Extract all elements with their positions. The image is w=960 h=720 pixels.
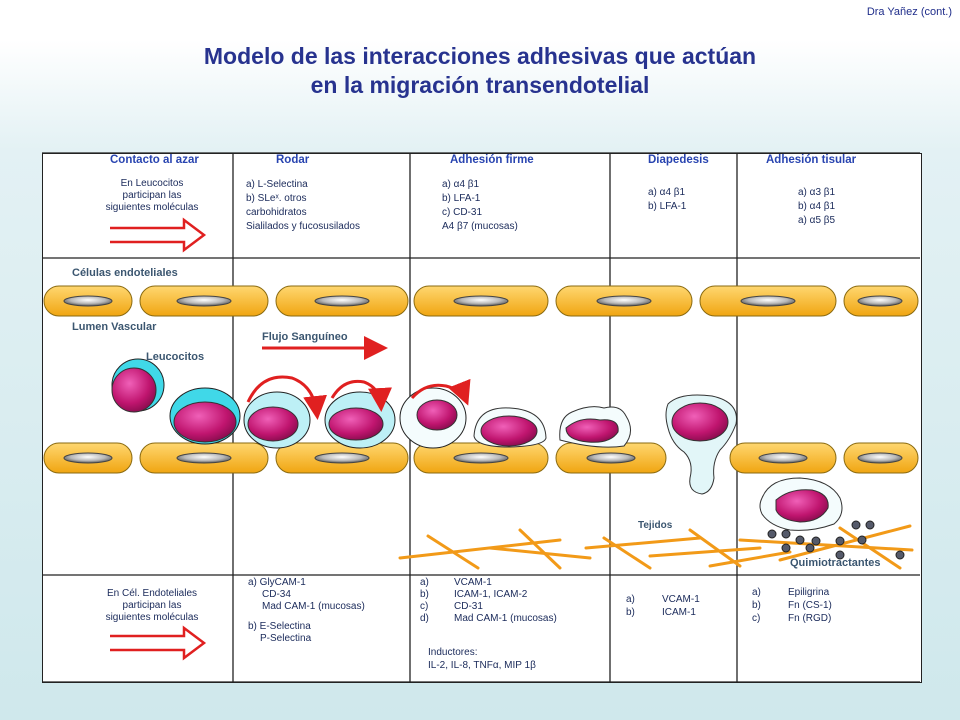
author-credit: Dra Yañez (cont.) — [866, 6, 952, 18]
slide-title: Modelo de las interacciones adhesivas qu… — [0, 42, 960, 100]
leukocyte-tisular-molecules: a) α3 β1 b) α4 β1 a) α5 β5 — [798, 187, 836, 226]
stage-adhesion-firme: Adhesión firme — [450, 154, 534, 166]
label-endothelial-cells: Células endoteliales — [72, 267, 178, 279]
leukocyte-diapedesis-molecules: a) α4 β1 b) LFA-1 — [648, 187, 687, 212]
endothelial-intro: En Cél. Endoteliales participan las sigu… — [105, 588, 199, 623]
stage-adhesion-tisular: Adhesión tisular — [766, 154, 857, 166]
endothelial-rodar-molecules: a) GlyCAM-1 CD-34 Mad CAM-1 (mucosas) b)… — [248, 577, 365, 644]
label-blood-flow: Flujo Sanguíneo — [262, 331, 348, 343]
stage-contacto: Contacto al azar — [110, 154, 199, 166]
label-leukocytes: Leucocitos — [146, 351, 205, 363]
stage-diapedesis: Diapedesis — [648, 154, 709, 166]
leukocyte-7 — [559, 406, 631, 448]
leukocyte-4 — [324, 391, 396, 449]
leukocyte-2 — [169, 387, 241, 445]
endothelial-tisular-molecules: a)Epiligrina b)Fn (CS-1) c)Fn (RGD) — [752, 587, 832, 624]
leukocyte-rodar-molecules: a) L-Selectina b) SLeˣ. otros carbohidra… — [246, 179, 360, 232]
row-dividers — [42, 152, 920, 683]
title-line-1: Modelo de las interacciones adhesivas qu… — [203, 43, 757, 69]
stage-rodar: Rodar — [276, 154, 310, 166]
tissue-fibers — [398, 524, 914, 570]
leukocyte-6 — [473, 407, 547, 448]
label-tissues: Tejidos — [638, 520, 673, 531]
leukocyte-5 — [399, 387, 467, 449]
label-chemoattractants: Quimiotractantes — [790, 557, 881, 569]
title-line-2: en la migración transendotelial — [310, 72, 650, 98]
endothelial-big-arrow — [110, 625, 207, 661]
endothelium-bottom — [43, 442, 919, 474]
leukocyte-8 — [665, 394, 737, 495]
endothelial-diapedesis-molecules: a)VCAM-1 b)ICAM-1 — [626, 594, 700, 618]
rolling-arrows — [246, 375, 471, 420]
leukocyte-1 — [111, 358, 165, 413]
leukocyte-3 — [243, 391, 311, 449]
endothelial-firme-molecules: a)VCAM-1 b)ICAM-1, ICAM-2 c)CD-31 d)Mad … — [420, 577, 557, 624]
leukocyte-big-arrow — [110, 217, 207, 253]
chemoattractant-dots — [767, 520, 905, 560]
inductores-block: Inductores: IL-2, IL-8, TNFα, MIP 1β — [428, 647, 536, 671]
leukocyte-9 — [759, 477, 843, 531]
leukocyte-firme-molecules: a) α4 β1 b) LFA-1 c) CD-31 A4 β7 (mucosa… — [442, 179, 518, 232]
endothelium-top — [43, 285, 919, 317]
leukocyte-intro: En Leucocitos participan las siguientes … — [105, 178, 199, 213]
label-lumen: Lumen Vascular — [72, 321, 157, 333]
